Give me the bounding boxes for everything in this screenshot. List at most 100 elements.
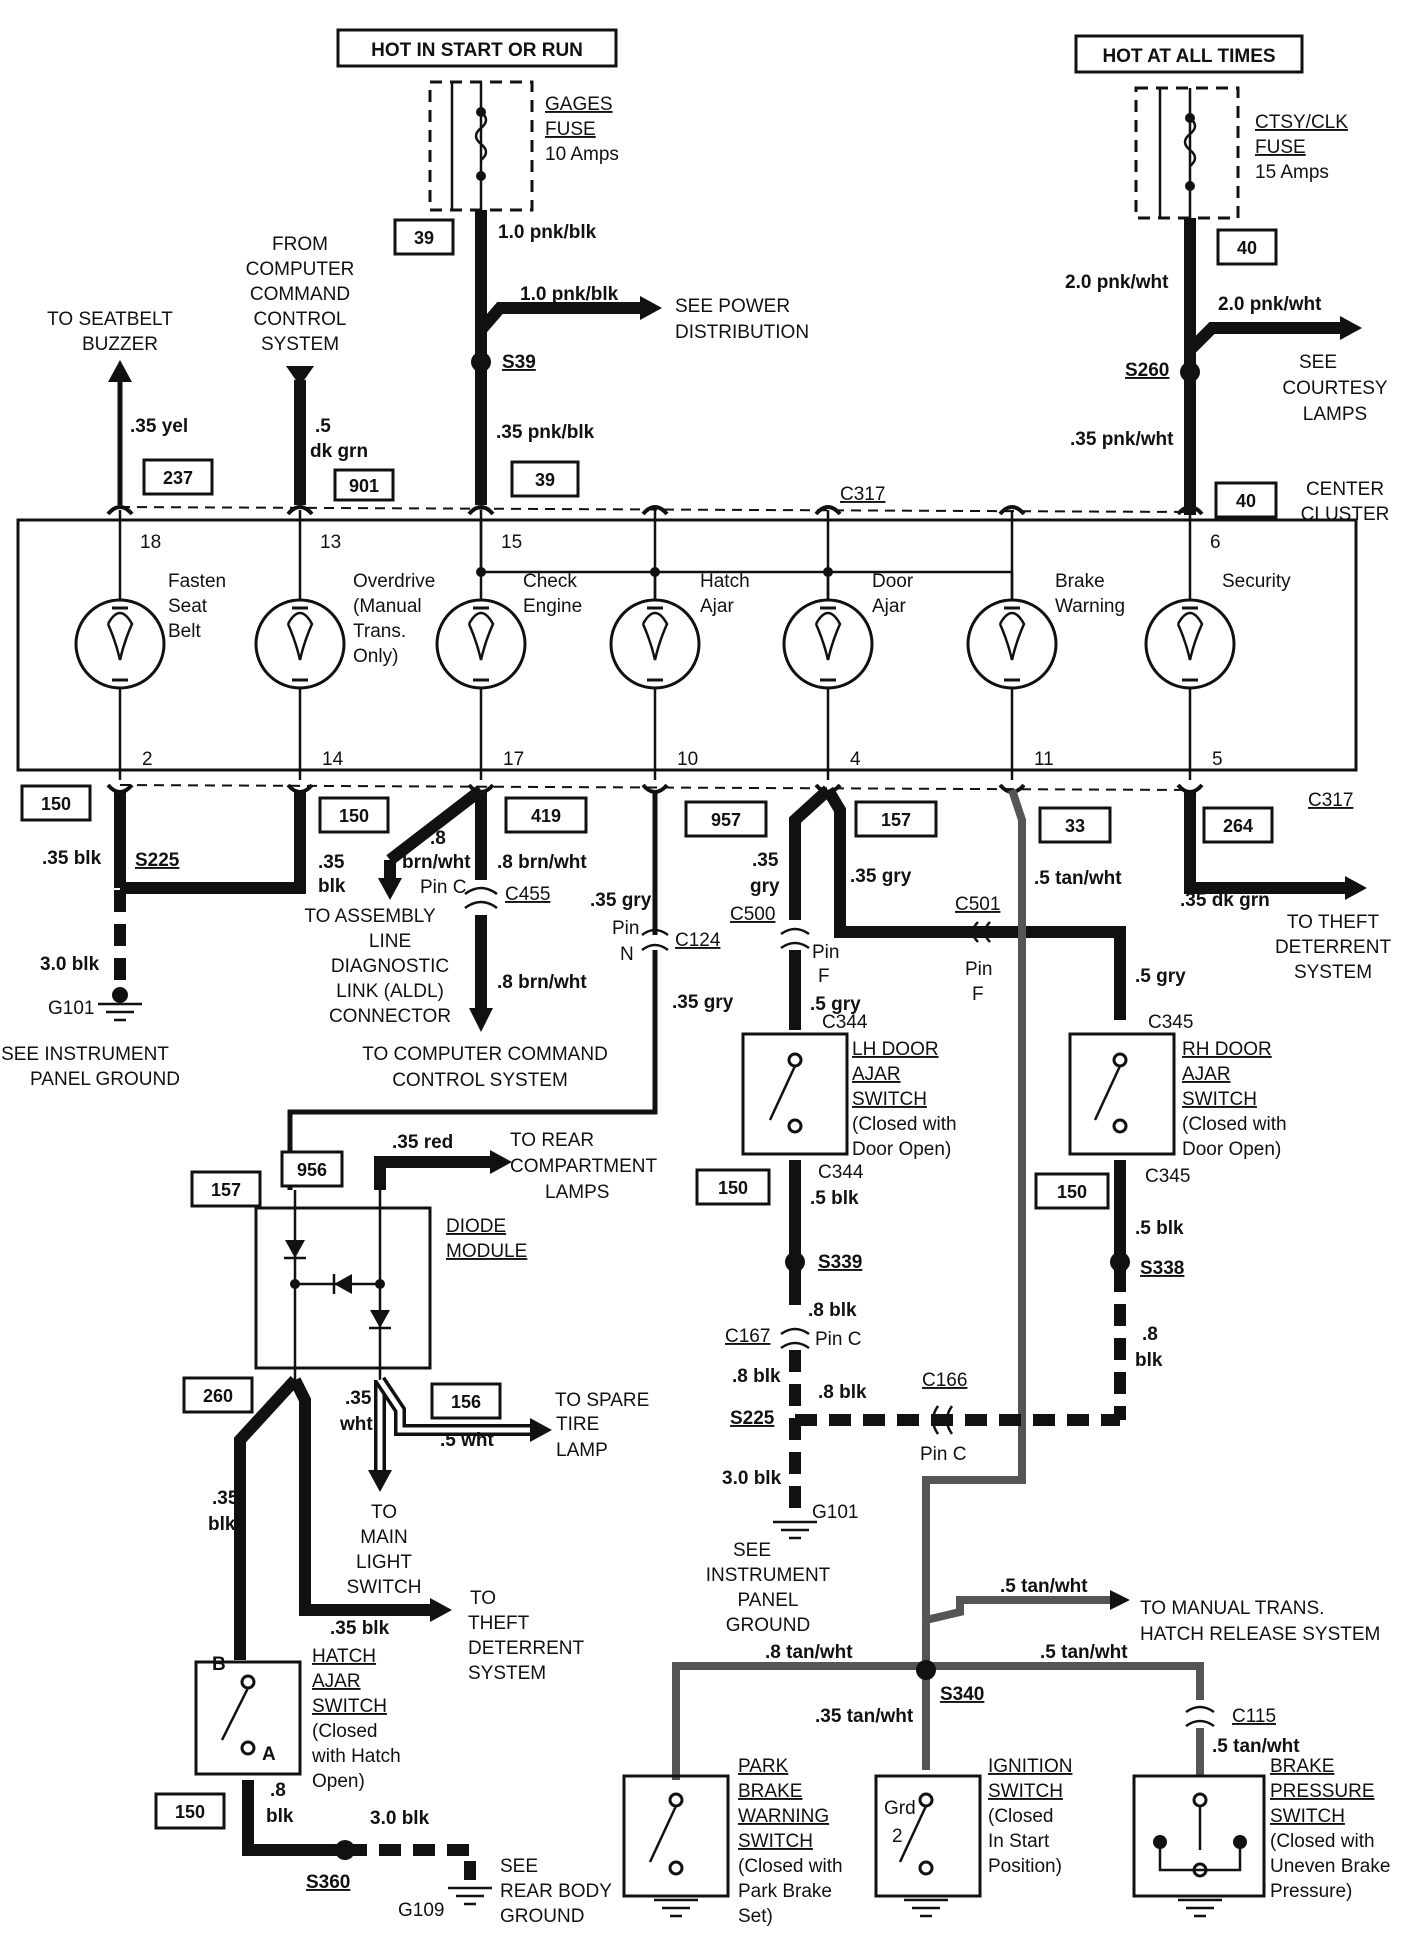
svg-text:dk grn: dk grn [310,441,368,462]
wire-pin14-blk [120,790,306,894]
svg-text:gry: gry [750,876,780,897]
wire-pin5-dkgrn [1184,790,1345,894]
svg-text:(Closed: (Closed [312,1721,377,1742]
circuit-box-33 [1038,806,1112,844]
circuit-box-957 [684,800,768,838]
circuit-box-260 [182,1376,254,1414]
circuit-box-956 [280,1150,344,1188]
svg-text:FUSE: FUSE [1255,137,1306,158]
svg-text:C501: C501 [955,894,1000,915]
svg-text:LIGHT: LIGHT [356,1552,412,1573]
svg-text:Pin C: Pin C [420,877,466,898]
svg-text:15 Amps: 15 Amps [1255,162,1329,183]
svg-text:.5 blk: .5 blk [810,1188,859,1209]
svg-text:Pressure): Pressure) [1270,1881,1352,1902]
svg-text:.8: .8 [1142,1324,1158,1345]
svg-text:150: 150 [1057,1182,1087,1202]
circuit-box-39-mid [510,460,580,498]
lamp-label: (Manual [353,596,422,617]
lamp-label: Security [1222,571,1291,592]
park-brake-warning-switch [622,1774,730,1898]
svg-text:HOT AT ALL TIMES: HOT AT ALL TIMES [1102,46,1275,67]
splice-s39 [471,352,491,372]
svg-text:LH DOOR: LH DOOR [852,1039,939,1060]
svg-text:Door Open): Door Open) [1182,1139,1281,1160]
svg-text:.5 gry: .5 gry [1135,966,1186,987]
svg-text:WARNING: WARNING [738,1806,829,1827]
svg-text:HOT IN START OR RUN: HOT IN START OR RUN [371,40,583,61]
wire-hatch-gnd [242,1780,345,1856]
svg-text:.5 gry: .5 gry [810,994,861,1015]
svg-text:.35 gry: .35 gry [590,890,652,911]
pin-bottom: 2 [142,749,153,770]
svg-text:C344: C344 [818,1162,864,1183]
pin-top: 6 [1210,532,1221,553]
svg-text:C317: C317 [1308,790,1353,811]
wire-pin4-gry [789,785,833,920]
svg-text:150: 150 [41,794,71,814]
pin-bottom: 14 [322,749,344,770]
svg-text:C115: C115 [1232,1706,1276,1727]
gages-fuse-name: GAGES [545,94,613,115]
svg-text:REAR BODY: REAR BODY [500,1881,612,1902]
circuit-box-264 [1202,806,1274,844]
svg-text:COURTESY: COURTESY [1282,378,1388,399]
svg-text:TO: TO [470,1588,496,1609]
svg-text:39: 39 [414,228,434,248]
svg-text:blk: blk [1135,1350,1163,1371]
hot-all-times-header: HOT AT ALL TIMES [1074,34,1304,74]
svg-text:TO ASSEMBLY: TO ASSEMBLY [304,906,436,927]
gages-fuse: GAGES FUSE 10 Amps [428,80,619,212]
pin-top: 15 [501,532,522,553]
svg-text:3.0 blk: 3.0 blk [722,1468,782,1489]
pin-bottom: 4 [850,749,861,770]
svg-text:.5 wht: .5 wht [440,1430,495,1451]
pin-bottom: 11 [1034,749,1054,770]
svg-text:.8 blk: .8 blk [818,1382,867,1403]
svg-text:.35 pnk/blk: .35 pnk/blk [496,422,595,443]
wire-gages-branch [476,302,640,334]
svg-text:SEE INSTRUMENT: SEE INSTRUMENT [1,1044,169,1065]
lamp-label: Ajar [872,596,906,617]
wire-tan-manual [925,1596,1110,1624]
svg-text:SWITCH: SWITCH [312,1696,387,1717]
svg-text:.8 blk: .8 blk [732,1366,781,1387]
svg-text:.35: .35 [752,850,779,871]
wire-red-rear [374,1156,490,1190]
svg-text:.35 gry: .35 gry [672,992,734,1013]
svg-text:(Closed with: (Closed with [1182,1114,1287,1135]
svg-text:LINK (ALDL): LINK (ALDL) [336,981,444,1002]
svg-text:150: 150 [175,1802,205,1822]
svg-text:SYSTEM: SYSTEM [261,334,339,355]
svg-text:DIAGNOSTIC: DIAGNOSTIC [331,956,449,977]
svg-text:G101: G101 [812,1502,858,1523]
svg-text:A: A [262,1744,276,1765]
svg-text:G101: G101 [48,998,94,1019]
wire-door-rh [822,786,1126,1020]
brake-pressure-switch [1132,1774,1266,1898]
svg-text:S225: S225 [135,850,180,871]
svg-text:(Closed: (Closed [988,1806,1053,1827]
svg-text:(Closed with: (Closed with [852,1114,957,1135]
svg-text:TIRE: TIRE [556,1414,599,1435]
circuit-box-150-rh [1034,1172,1110,1210]
svg-text:156: 156 [451,1392,481,1412]
svg-text:C345: C345 [1145,1166,1190,1187]
connector-c317-bottom [119,784,1191,791]
svg-text:.8 brn/wht: .8 brn/wht [497,852,587,873]
svg-text:957: 957 [711,810,741,830]
svg-text:.35 red: .35 red [392,1132,453,1153]
svg-text:blk: blk [318,876,346,897]
svg-text:.35: .35 [318,852,345,873]
svg-text:TO COMPUTER COMMAND: TO COMPUTER COMMAND [362,1044,608,1065]
circuit-box-237 [142,458,214,496]
svg-text:956: 956 [297,1160,327,1180]
svg-text:.35 gry: .35 gry [850,866,912,887]
svg-text:40: 40 [1237,238,1257,258]
lamp-label: Seat [168,596,208,617]
svg-text:.35: .35 [345,1388,372,1409]
svg-text:.35 tan/wht: .35 tan/wht [815,1706,914,1727]
svg-text:AJAR: AJAR [852,1064,901,1085]
svg-text:237: 237 [163,468,193,488]
rh-door-ajar-switch [1068,1032,1176,1156]
